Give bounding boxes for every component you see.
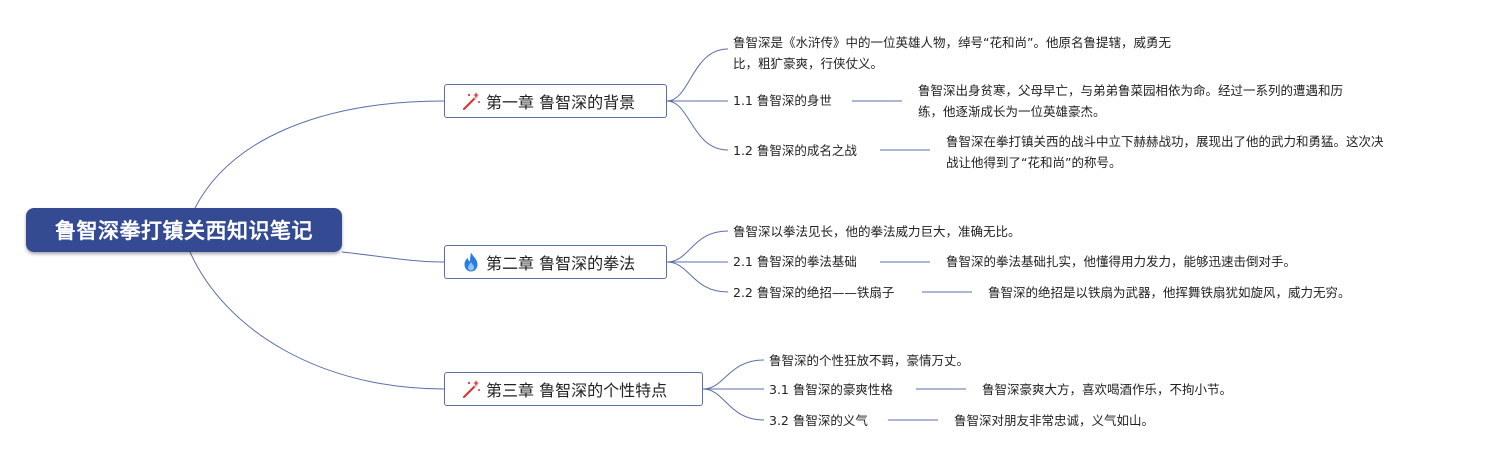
sub-1-2-title[interactable]: 1.2 鲁智深的成名之战 xyxy=(733,143,857,158)
sub-1-1-detail: 鲁智深出身贫寒，父母早亡，与弟弟鲁菜园相依为命。经过一系列的遭遇和历 练，他逐渐… xyxy=(918,83,1344,119)
root-to-chapter-3 xyxy=(189,251,445,390)
sub-2-2-detail: 鲁智深的绝招是以铁扇为武器，他挥舞铁扇犹如旋风，威力无穷。 xyxy=(988,285,1351,300)
root-topic[interactable]: 鲁智深拳打镇关西知识笔记 xyxy=(26,208,342,252)
chapter-3-summary: 鲁智深的个性狂放不羁，豪情万丈。 xyxy=(769,353,970,368)
sub-1-2-detail: 鲁智深在拳打镇关西的战斗中立下赫赫战功，展现出了他的武力和勇猛。这次决 战让他得… xyxy=(946,134,1384,170)
magic-wand-icon xyxy=(460,378,482,400)
chapter-1-topic[interactable]: 第一章 鲁智深的背景 xyxy=(444,84,667,118)
sub-3-1-title[interactable]: 3.1 鲁智深的豪爽性格 xyxy=(769,382,893,397)
chapter-1-title: 第一章 鲁智深的背景 xyxy=(486,93,636,112)
sub-2-1-detail: 鲁智深的拳法基础扎实，他懂得用力发力，能够迅速击倒对手。 xyxy=(946,254,1297,269)
ch1-to-summary xyxy=(666,48,729,102)
ch2-to-sub-2 xyxy=(666,261,729,293)
chapter-2-title: 第二章 鲁智深的拳法 xyxy=(486,254,636,273)
sub-2-2-title[interactable]: 2.2 鲁智深的绝招——铁扇子 xyxy=(733,285,895,300)
root-to-chapter-1 xyxy=(194,100,445,209)
ch1-to-sub-2 xyxy=(666,100,729,151)
sub-2-1-title[interactable]: 2.1 鲁智深的拳法基础 xyxy=(733,254,857,269)
fire-icon xyxy=(460,251,482,273)
ch3-to-summary xyxy=(702,359,765,390)
chapter-2-topic[interactable]: 第二章 鲁智深的拳法 xyxy=(444,245,667,279)
chapter-1-summary: 鲁智深是《水浒传》中的一位英雄人物，绰号“花和尚”。他原名鲁提辖，威勇无 比，粗… xyxy=(733,35,1171,71)
chapter-2-summary: 鲁智深以拳法见长，他的拳法威力巨大，准确无比。 xyxy=(733,224,1021,239)
sub-3-2-detail: 鲁智深对朋友非常忠诚，义气如山。 xyxy=(954,413,1155,428)
chapter-3-title: 第三章 鲁智深的个性特点 xyxy=(486,381,668,400)
magic-wand-icon xyxy=(460,90,482,112)
sub-3-1-detail: 鲁智深豪爽大方，喜欢喝酒作乐，不拘小节。 xyxy=(982,382,1233,397)
ch3-to-sub-2 xyxy=(702,388,765,421)
sub-3-2-title[interactable]: 3.2 鲁智深的义气 xyxy=(769,413,868,428)
sub-1-1-title[interactable]: 1.1 鲁智深的身世 xyxy=(733,93,832,108)
root-to-chapter-2 xyxy=(341,251,445,263)
chapter-3-topic[interactable]: 第三章 鲁智深的个性特点 xyxy=(444,372,703,406)
ch2-to-summary xyxy=(666,230,729,263)
